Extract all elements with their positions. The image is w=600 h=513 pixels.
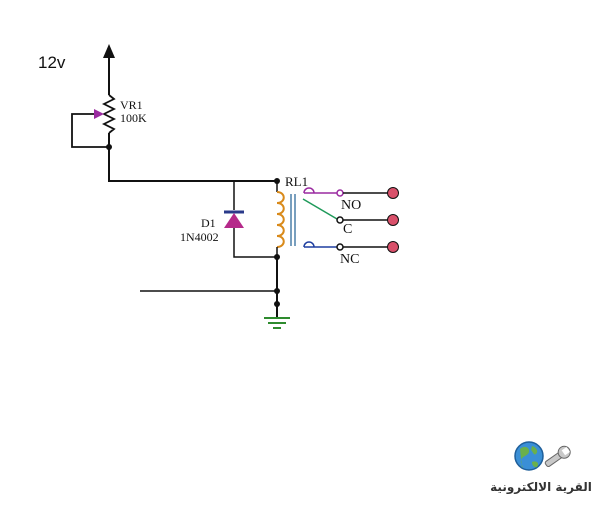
wire-to-ground (140, 257, 280, 318)
no-label: NO (341, 198, 361, 213)
contact-nc (303, 241, 388, 251)
vr1-name: VR1 (120, 98, 143, 112)
diode-d1 (224, 181, 277, 258)
terminal-no (387, 187, 399, 199)
terminal-c (387, 214, 399, 226)
vr1-value: 100K (120, 111, 147, 125)
nc-label: NC (340, 252, 359, 267)
c-label: C (343, 222, 352, 237)
supply-label: 12v (38, 53, 66, 72)
supply-arrow (103, 44, 115, 95)
relay-coil (274, 181, 285, 260)
wire-supply-to-relay (108, 147, 277, 182)
ground-icon (264, 317, 290, 329)
relay-core (290, 194, 296, 246)
rl1-name: RL1 (285, 174, 308, 189)
contact-common (302, 198, 388, 224)
d1-part: 1N4002 (180, 230, 219, 244)
contact-no (303, 187, 388, 197)
globe-wrench-logo-icon (514, 441, 571, 471)
terminal-nc (387, 241, 399, 253)
watermark-text: القرية الالكترونية (490, 480, 592, 494)
potentiometer-vr1 (71, 94, 117, 150)
d1-name: D1 (201, 216, 216, 230)
